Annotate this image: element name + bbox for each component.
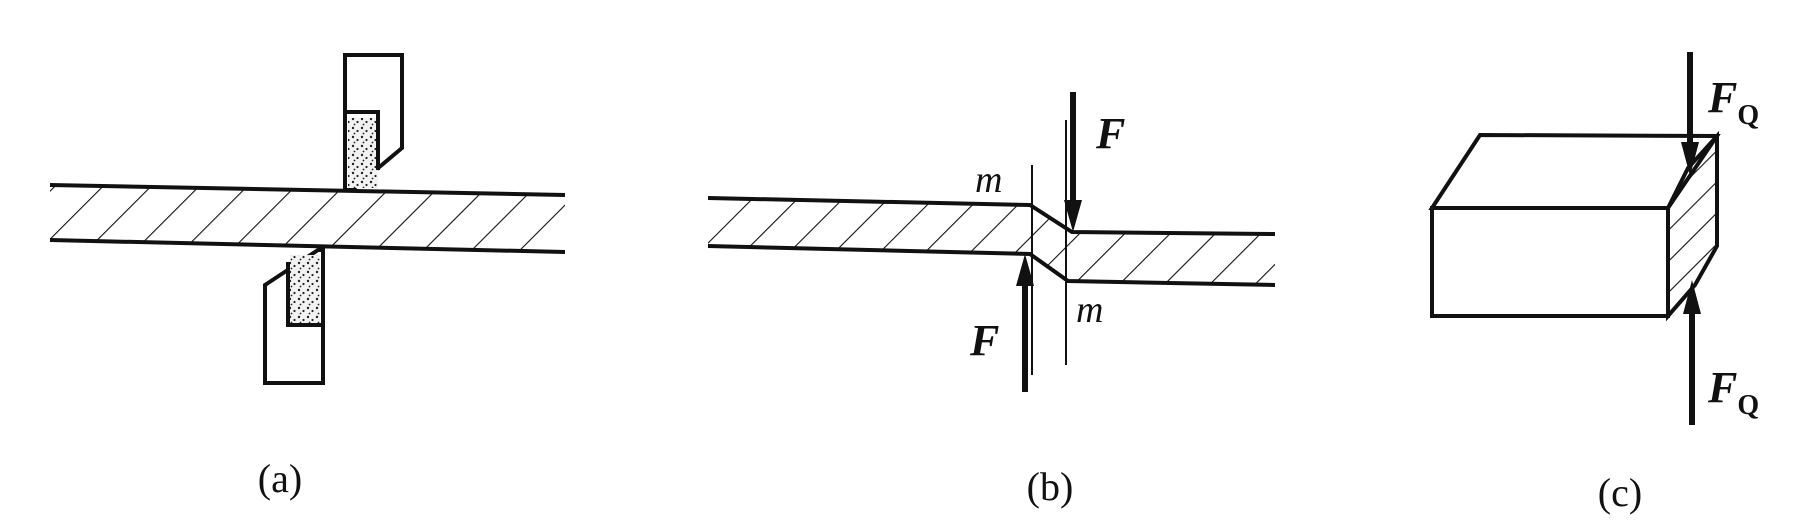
shear-force-label-bottom: FQ	[1707, 363, 1759, 421]
shear-block	[1428, 130, 1721, 322]
lower-blade	[263, 248, 325, 385]
caption-a: (a)	[258, 456, 302, 501]
section-label-bottom: m	[1076, 289, 1103, 331]
sheared-plate-b	[707, 196, 1276, 287]
upper-blade	[343, 53, 404, 192]
force-arrow-up	[1016, 254, 1034, 392]
shear-force-arrow-bottom	[1683, 280, 1701, 425]
shear-force-label-top: FQ	[1707, 73, 1759, 131]
caption-b: (b)	[1027, 464, 1074, 509]
caption-c: (c)	[1598, 470, 1642, 515]
plate-a	[49, 183, 566, 254]
panel-c: FQ FQ (c)	[1428, 52, 1759, 515]
panel-b: F F m m (b)	[707, 92, 1276, 509]
force-label-bottom: F	[969, 316, 999, 365]
section-label-top: m	[975, 159, 1002, 201]
shear-force-arrow-top	[1681, 52, 1699, 176]
force-label-top: F	[1095, 109, 1125, 158]
force-arrow-down	[1064, 92, 1082, 232]
panel-a: (a)	[49, 53, 566, 501]
